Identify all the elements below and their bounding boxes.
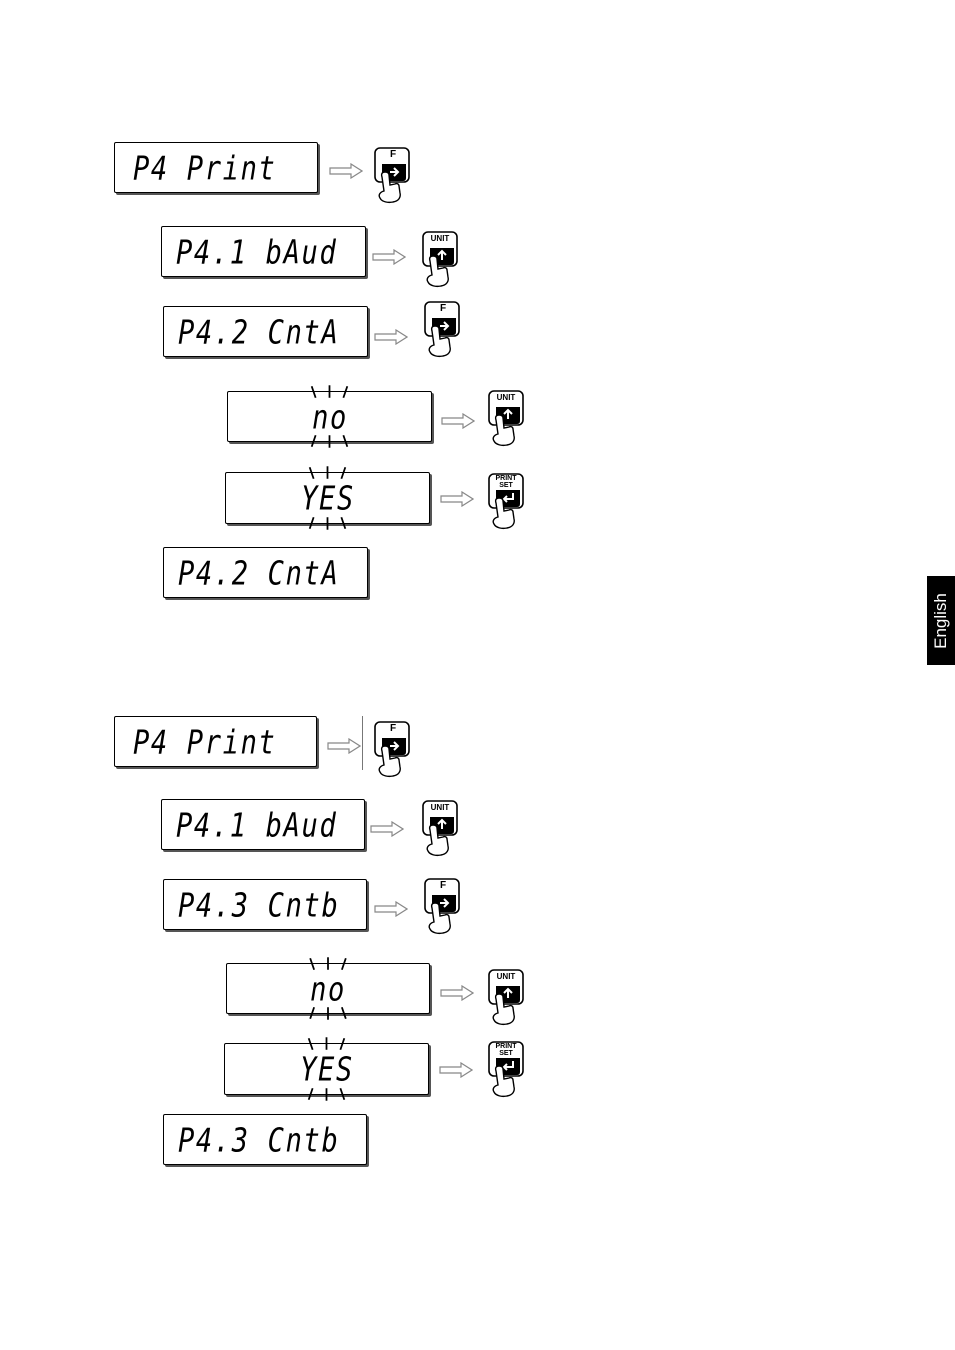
blink-ray	[343, 386, 347, 398]
display-text: P4.1 bAud	[176, 235, 337, 268]
display-p4-print: P4 Print	[114, 716, 317, 767]
arrow-right-icon	[440, 491, 474, 507]
key-label: PRINT	[496, 1043, 518, 1050]
key-label: UNIT	[431, 803, 450, 812]
f-key-icon[interactable]: F	[372, 720, 412, 778]
key-label: F	[390, 149, 396, 160]
display-p4-1-baud: P4.1 bAud	[161, 799, 365, 850]
key-label: UNIT	[497, 393, 516, 402]
key-label: F	[390, 723, 396, 734]
display-p4-2-cnta: P4.2 CntA	[163, 306, 368, 357]
arrow-right-icon	[327, 738, 361, 754]
f-key-icon[interactable]: F	[422, 877, 462, 935]
blink-ray	[312, 386, 316, 398]
key-label: UNIT	[497, 972, 516, 981]
display-text: P4.3 Cntb	[178, 1123, 339, 1156]
blink-ray	[340, 1038, 344, 1050]
display-p4-1-baud: P4.1 bAud	[161, 226, 366, 277]
display-yes-blinking: YES	[225, 472, 430, 524]
unit-key-icon[interactable]: UNIT	[486, 968, 526, 1026]
blink-ray	[342, 1007, 346, 1019]
unit-key-icon[interactable]: UNIT	[486, 389, 526, 447]
blink-ray	[341, 467, 345, 479]
blink-ray	[309, 1088, 313, 1100]
display-text: P4.3 Cntb	[178, 888, 339, 921]
arrow-right-icon	[439, 1062, 473, 1078]
blink-rays-icon	[225, 1044, 428, 1094]
key-label: SET	[499, 482, 513, 489]
blink-rays-icon	[227, 964, 429, 1013]
blink-rays-icon	[228, 392, 431, 441]
display-text: P4.2 CntA	[178, 315, 339, 348]
display-yes-blinking: YES	[224, 1043, 429, 1095]
unit-key-icon[interactable]: UNIT	[420, 230, 460, 288]
arrow-right-icon	[374, 901, 408, 917]
display-p4-3-cntb-result: P4.3 Cntb	[163, 1114, 367, 1165]
display-no-blinking: no	[226, 963, 430, 1014]
blink-ray	[343, 435, 347, 447]
blink-ray	[309, 1038, 313, 1050]
blink-ray	[310, 958, 314, 970]
blink-ray	[341, 517, 345, 529]
display-text: P4 Print	[133, 151, 276, 184]
blink-ray	[312, 435, 316, 447]
display-p4-2-cnta-result: P4.2 CntA	[163, 547, 368, 598]
key-label: PRINT	[496, 475, 518, 482]
blink-rays-icon	[226, 473, 429, 523]
blink-ray	[340, 1088, 344, 1100]
blink-ray	[310, 1007, 314, 1019]
f-key-icon[interactable]: F	[372, 146, 412, 204]
unit-key-icon[interactable]: UNIT	[420, 799, 460, 857]
key-label: SET	[499, 1050, 513, 1057]
blink-ray	[310, 467, 314, 479]
arrow-right-icon	[372, 249, 406, 265]
arrow-right-icon	[374, 329, 408, 345]
f-key-icon[interactable]: F	[422, 300, 462, 358]
arrow-right-icon	[329, 163, 363, 179]
arrow-right-icon	[370, 821, 404, 837]
divider-line	[362, 716, 363, 770]
key-label: F	[440, 303, 446, 314]
display-p4-3-cntb: P4.3 Cntb	[163, 879, 367, 930]
language-tab: English	[927, 576, 955, 665]
arrow-right-icon	[440, 985, 474, 1001]
display-p4-print: P4 Print	[114, 142, 318, 193]
language-tab-label: English	[931, 593, 951, 649]
key-label: F	[440, 880, 446, 891]
display-text: P4.2 CntA	[178, 556, 339, 589]
key-label: UNIT	[431, 234, 450, 243]
blink-ray	[310, 517, 314, 529]
arrow-right-icon	[441, 413, 475, 429]
display-no-blinking: no	[227, 391, 432, 442]
display-text: P4 Print	[133, 725, 276, 758]
blink-ray	[342, 958, 346, 970]
display-text: P4.1 bAud	[176, 808, 337, 841]
